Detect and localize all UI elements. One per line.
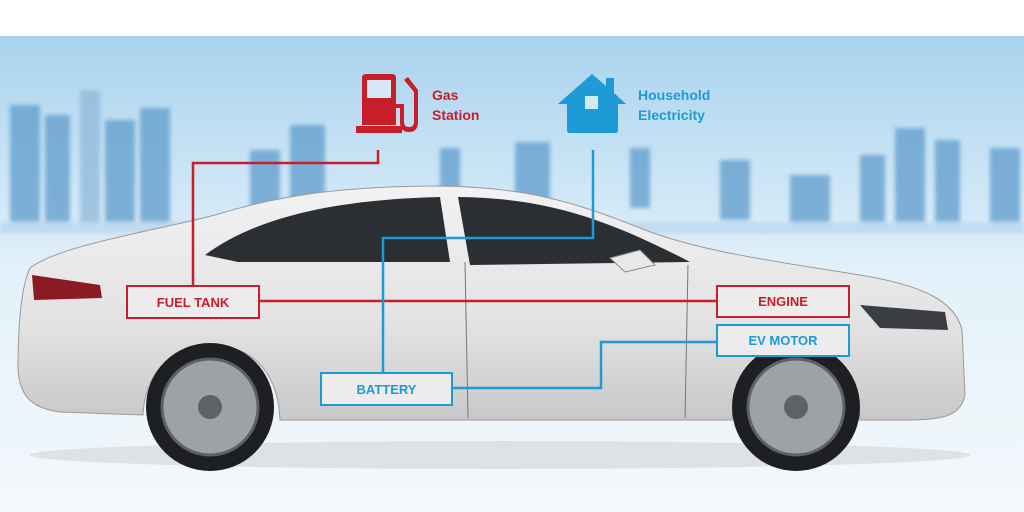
gas-station-label: Gas Station <box>432 85 479 125</box>
household-electricity-label: Household Electricity <box>638 85 710 125</box>
gas-pump-icon <box>356 74 418 133</box>
household-label-line2: Electricity <box>638 107 705 123</box>
engine-box: ENGINE <box>716 285 850 318</box>
battery-box: BATTERY <box>320 372 453 406</box>
front-wheel <box>732 343 860 471</box>
car <box>17 185 970 471</box>
household-label-line1: Household <box>638 87 711 103</box>
gas-label-line2: Station <box>432 107 480 123</box>
fuel-tank-box: FUEL TANK <box>126 285 260 319</box>
gas-label-line1: Gas <box>432 87 459 103</box>
rear-wheel <box>146 343 274 471</box>
ev-motor-box: EV MOTOR <box>716 324 850 357</box>
house-icon <box>558 74 626 133</box>
electric-path-lines <box>381 150 716 390</box>
gas-path-lines <box>191 150 716 303</box>
